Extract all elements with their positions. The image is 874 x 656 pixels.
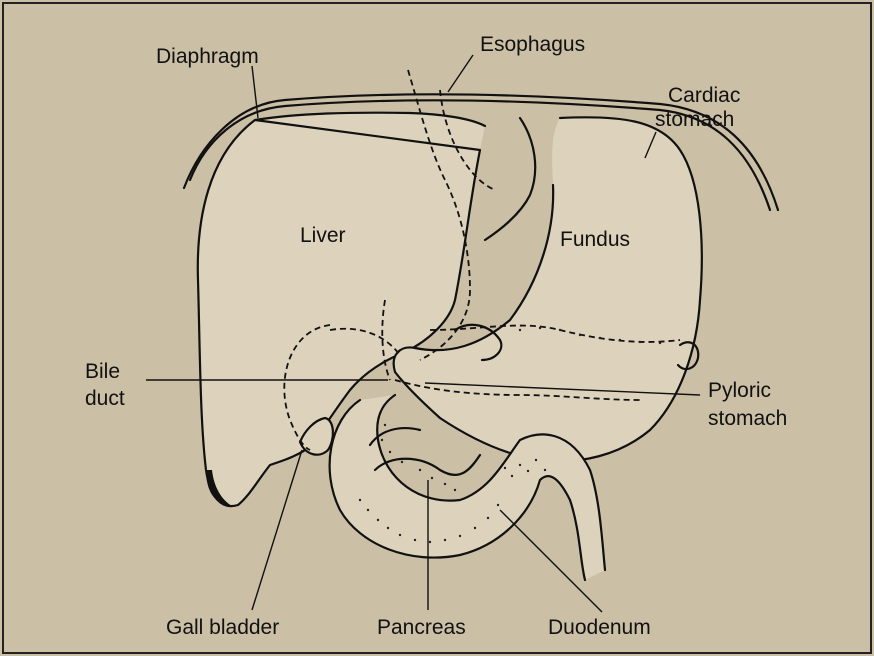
label-esophagus: Esophagus xyxy=(480,33,585,56)
label-diaphragm: Diaphragm xyxy=(156,45,259,68)
label-pyloric-stomach-line2: stomach xyxy=(708,407,787,430)
label-gall-bladder: Gall bladder xyxy=(166,616,279,639)
label-cardiac-stomach-line2: stomach xyxy=(655,108,734,131)
esophagus-leader xyxy=(448,55,473,92)
label-cardiac-stomach-line1: Cardiac xyxy=(668,84,740,107)
label-bile-duct-line2: duct xyxy=(85,387,125,410)
label-fundus: Fundus xyxy=(560,228,630,251)
label-liver: Liver xyxy=(300,224,346,247)
label-pyloric-stomach-line1: Pyloric xyxy=(708,379,771,402)
label-bile-duct-line1: Bile xyxy=(85,360,120,383)
label-pancreas: Pancreas xyxy=(377,616,466,639)
label-duodenum: Duodenum xyxy=(548,616,651,639)
diaphragm-leader xyxy=(252,66,258,118)
